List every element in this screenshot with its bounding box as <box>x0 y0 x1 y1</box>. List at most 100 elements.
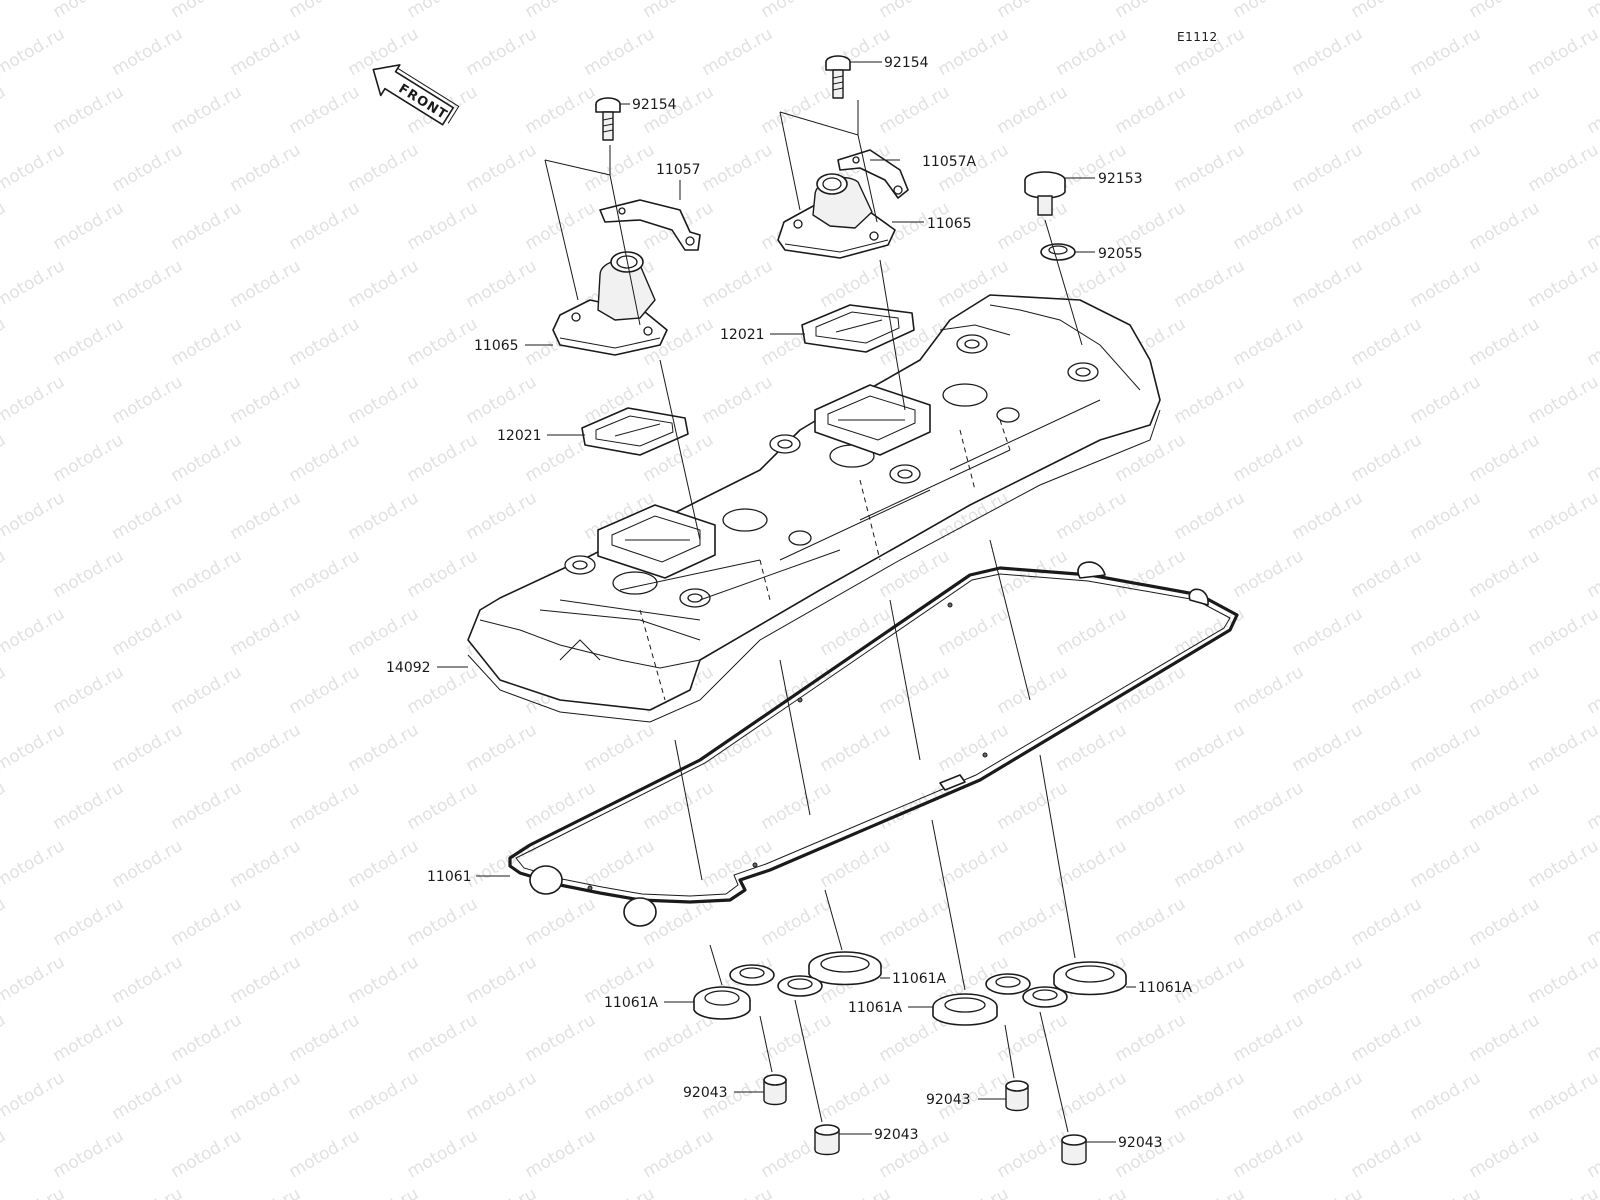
watermark-text: motod.ru <box>1348 1126 1426 1182</box>
watermark-text: motod.ru <box>1171 1068 1249 1124</box>
gasket-11061 <box>508 561 1239 927</box>
watermark-text: motod.ru <box>286 0 364 22</box>
watermark-text: motod.ru <box>404 778 482 834</box>
watermark-text: motod.ru <box>640 778 718 834</box>
watermark-text: motod.ru <box>994 1126 1072 1182</box>
watermark-text: motod.ru <box>1584 662 1600 718</box>
watermark-text: motod.ru <box>463 140 541 196</box>
watermark-text: motod.ru <box>0 0 9 22</box>
watermark-text: motod.ru <box>1525 604 1600 660</box>
watermark-text: motod.ru <box>758 0 836 22</box>
watermark-text: motod.ru <box>1584 1126 1600 1182</box>
callout-92043-3: 92043 <box>926 1092 971 1108</box>
watermark-text: motod.ru <box>109 720 187 776</box>
watermark-text: motod.ru <box>522 778 600 834</box>
watermark-text: motod.ru <box>1289 24 1367 80</box>
watermark-text: motod.ru <box>0 778 9 834</box>
watermark-text: motod.ru <box>1348 778 1426 834</box>
watermark-text: motod.ru <box>168 662 246 718</box>
watermark-text: motod.ru <box>1053 488 1131 544</box>
callout-11061A-2: 11061A <box>892 971 947 987</box>
watermark-text: motod.ru <box>0 662 9 718</box>
callout-92043-2: 92043 <box>874 1127 919 1143</box>
watermark-text: motod.ru <box>640 0 718 22</box>
watermark-text: motod.ru <box>935 604 1013 660</box>
watermark-text: motod.ru <box>168 894 246 950</box>
watermark-text: motod.ru <box>404 430 482 486</box>
watermark-text: motod.ru <box>0 256 68 312</box>
watermark-text: motod.ru <box>1466 82 1544 138</box>
watermark-text: motod.ru <box>286 1126 364 1182</box>
watermark-text: motod.ru <box>286 894 364 950</box>
seal-11061A-3 <box>932 993 998 1026</box>
watermark-text: motod.ru <box>581 720 659 776</box>
watermark-text: motod.ru <box>1171 140 1249 196</box>
watermark-text: motod.ru <box>1053 1184 1131 1200</box>
watermark-text: motod.ru <box>50 1126 128 1182</box>
watermark-text: motod.ru <box>1584 198 1600 254</box>
watermark-text: motod.ru <box>0 720 68 776</box>
watermark-text: motod.ru <box>109 952 187 1008</box>
valve-cover-14092 <box>467 294 1161 723</box>
callout-11065-left: 11065 <box>474 338 519 354</box>
watermark-text: motod.ru <box>1230 662 1308 718</box>
watermark-text: motod.ru <box>1053 24 1131 80</box>
seal-11061A-2 <box>808 951 882 986</box>
watermark-text: motod.ru <box>109 836 187 892</box>
watermark-text: motod.ru <box>1230 314 1308 370</box>
watermark-text: motod.ru <box>50 82 128 138</box>
watermark-text: motod.ru <box>817 720 895 776</box>
watermark-text: motod.ru <box>1466 1010 1544 1066</box>
watermark-text: motod.ru <box>1466 778 1544 834</box>
watermark-text: motod.ru <box>1348 662 1426 718</box>
watermark-text: motod.ru <box>1407 604 1485 660</box>
watermark-text: motod.ru <box>522 0 600 22</box>
watermark-text: motod.ru <box>1466 894 1544 950</box>
watermark-text: motod.ru <box>1525 140 1600 196</box>
watermark-text: motod.ru <box>286 662 364 718</box>
watermark-text: motod.ru <box>1348 314 1426 370</box>
watermark-text: motod.ru <box>1466 314 1544 370</box>
watermark-text: motod.ru <box>1289 372 1367 428</box>
callout-92043-1: 92043 <box>683 1085 728 1101</box>
pin-92043-4 <box>1061 1134 1087 1166</box>
seal-11061A-1 <box>693 986 751 1020</box>
watermark-text: motod.ru <box>1525 372 1600 428</box>
watermark-text: motod.ru <box>168 82 246 138</box>
watermark-text: motod.ru <box>699 24 777 80</box>
watermark-text: motod.ru <box>109 140 187 196</box>
watermark-text: motod.ru <box>168 0 246 22</box>
watermark-text: motod.ru <box>1171 488 1249 544</box>
diagram-code: E1112 <box>1177 30 1218 44</box>
watermark-text: motod.ru <box>168 778 246 834</box>
seal-11061A-4 <box>1053 961 1127 996</box>
watermark-text: motod.ru <box>1230 82 1308 138</box>
bolt-92154-right <box>825 55 851 99</box>
watermark-text: motod.ru <box>1407 140 1485 196</box>
watermark-text: motod.ru <box>0 140 68 196</box>
callout-11061: 11061 <box>427 869 472 885</box>
watermark-text: motod.ru <box>227 1184 305 1200</box>
watermark-text: motod.ru <box>345 1068 423 1124</box>
watermark-text: motod.ru <box>463 372 541 428</box>
watermark-text: motod.ru <box>581 836 659 892</box>
watermark-text: motod.ru <box>286 82 364 138</box>
callout-11061A-4: 11061A <box>1138 980 1193 996</box>
callout-11061A-3: 11061A <box>848 1000 903 1016</box>
watermark-text: motod.ru <box>1112 662 1190 718</box>
watermark-text: motod.ru <box>1112 82 1190 138</box>
watermark-text: motod.ru <box>935 1184 1013 1200</box>
watermark-text: motod.ru <box>0 372 68 428</box>
watermark-text: motod.ru <box>1466 198 1544 254</box>
watermark-text: motod.ru <box>286 314 364 370</box>
watermark-text: motod.ru <box>1525 488 1600 544</box>
seal-11061A-4b <box>1022 986 1068 1008</box>
watermark-text: motod.ru <box>522 1126 600 1182</box>
callout-11061A-1: 11061A <box>604 995 659 1011</box>
watermark-text: motod.ru <box>50 894 128 950</box>
watermark-text: motod.ru <box>463 952 541 1008</box>
watermark-text: motod.ru <box>345 140 423 196</box>
watermark-text: motod.ru <box>1584 1010 1600 1066</box>
watermark-text: motod.ru <box>227 604 305 660</box>
